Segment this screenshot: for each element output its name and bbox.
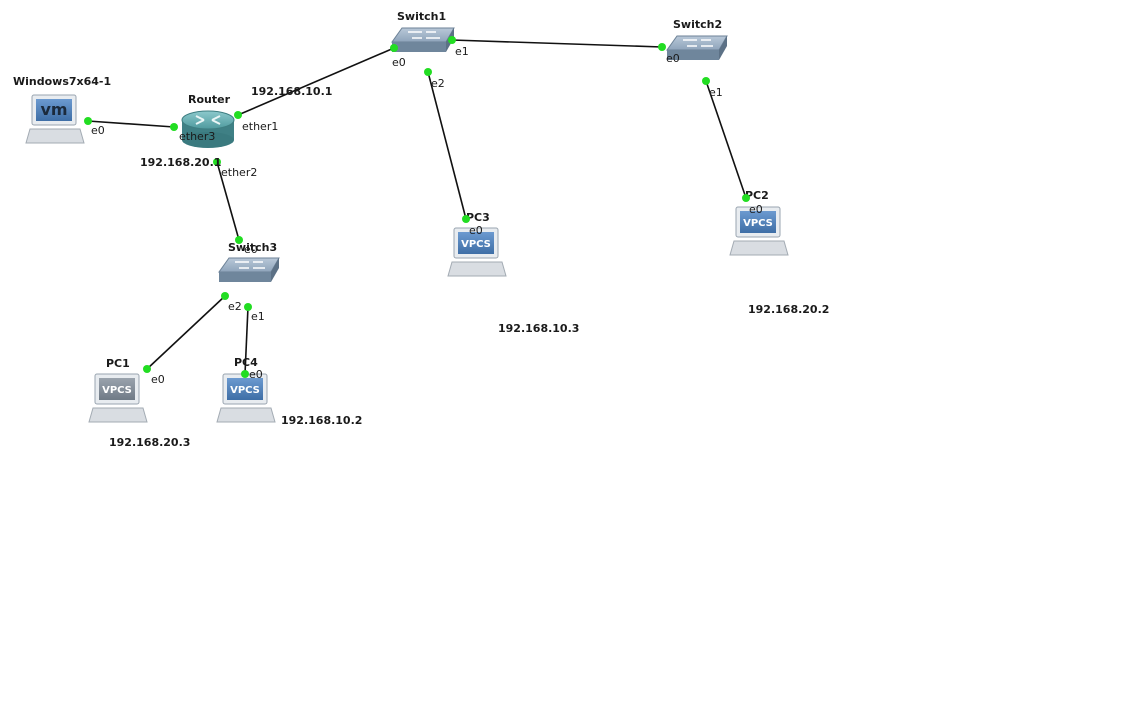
ip-note[interactable]: 192.168.20.1 bbox=[140, 156, 221, 169]
ip-note[interactable]: 192.168.10.3 bbox=[498, 322, 579, 335]
device-pc1[interactable]: VPCS bbox=[88, 373, 148, 423]
link-switch1-switch2[interactable] bbox=[451, 39, 663, 48]
vpcs-icon: VPCS bbox=[447, 227, 507, 277]
port-label: e0 bbox=[244, 243, 258, 256]
port-label: e0 bbox=[91, 124, 105, 137]
port-label: e0 bbox=[151, 373, 165, 386]
status-dot bbox=[213, 158, 221, 166]
status-dot bbox=[235, 236, 243, 244]
link-switch1-pc3[interactable] bbox=[427, 71, 467, 220]
device-switch3[interactable] bbox=[218, 257, 280, 282]
port-label: e0 bbox=[666, 52, 680, 65]
status-dot bbox=[742, 194, 750, 202]
ip-note[interactable]: 192.168.10.2 bbox=[281, 414, 362, 427]
status-dot bbox=[424, 68, 432, 76]
switch2-label: Switch2 bbox=[673, 18, 722, 31]
port-label: e0 bbox=[469, 224, 483, 237]
ip-note[interactable]: 192.168.20.3 bbox=[109, 436, 190, 449]
switch-icon bbox=[666, 35, 728, 60]
vm-workstation-icon: vm bbox=[25, 94, 85, 144]
router-label: Router bbox=[188, 93, 231, 106]
device-router[interactable] bbox=[181, 110, 235, 148]
status-dot bbox=[462, 215, 470, 223]
status-dot bbox=[244, 303, 252, 311]
port-label: ether2 bbox=[221, 166, 257, 179]
status-dot bbox=[658, 43, 666, 51]
status-dot bbox=[702, 77, 710, 85]
port-label: e1 bbox=[455, 45, 469, 58]
device-pc4[interactable]: VPCS bbox=[216, 373, 276, 423]
port-label: e0 bbox=[249, 368, 263, 381]
status-dot bbox=[234, 111, 242, 119]
ip-notes: 192.168.10.1 192.168.20.1 192.168.10.3 1… bbox=[109, 85, 829, 449]
switch3-label: Switch3 bbox=[228, 241, 277, 254]
port-label: ether3 bbox=[179, 130, 215, 143]
link-switch2-pc2[interactable] bbox=[705, 80, 747, 199]
link-status-dots bbox=[84, 36, 750, 378]
vpcs-screen-text: VPCS bbox=[743, 218, 773, 229]
link-router-switch3[interactable] bbox=[216, 161, 240, 241]
status-dot bbox=[390, 44, 398, 52]
pc1-label: PC1 bbox=[106, 357, 130, 370]
status-dot bbox=[170, 123, 178, 131]
device-windows7x64-1[interactable]: vm bbox=[25, 94, 85, 144]
pc4-label: PC4 bbox=[234, 356, 258, 369]
switch1-label: Switch1 bbox=[397, 10, 446, 23]
port-label: e2 bbox=[228, 300, 242, 313]
port-labels: e0 ether3 ether1 ether2 e0 e1 e2 e0 e1 e… bbox=[91, 45, 763, 386]
status-dot bbox=[448, 36, 456, 44]
vpcs-screen-text: VPCS bbox=[230, 385, 260, 396]
port-label: e0 bbox=[392, 56, 406, 69]
vpcs-icon: VPCS bbox=[729, 206, 789, 256]
vpcs-screen-text: VPCS bbox=[461, 239, 491, 250]
link-switch3-pc4[interactable] bbox=[244, 306, 249, 375]
status-dot bbox=[143, 365, 151, 373]
port-label: e1 bbox=[709, 86, 723, 99]
vpcs-icon: VPCS bbox=[88, 373, 148, 423]
switch-icon bbox=[391, 27, 455, 52]
windows-label: Windows7x64-1 bbox=[13, 75, 111, 88]
vpcs-screen-text: VPCS bbox=[102, 385, 132, 396]
pc3-label: PC3 bbox=[466, 211, 490, 224]
link-router-switch1[interactable] bbox=[237, 47, 395, 116]
device-pc2[interactable]: VPCS bbox=[729, 206, 789, 256]
port-label: e1 bbox=[251, 310, 265, 323]
links bbox=[87, 39, 747, 375]
ip-note[interactable]: 192.168.10.1 bbox=[251, 85, 332, 98]
vpcs-icon: VPCS bbox=[216, 373, 276, 423]
device-pc3[interactable]: VPCS bbox=[447, 227, 507, 277]
link-windows-router[interactable] bbox=[87, 120, 175, 128]
ip-note[interactable]: 192.168.20.2 bbox=[748, 303, 829, 316]
port-label: ether1 bbox=[242, 120, 278, 133]
status-dot bbox=[84, 117, 92, 125]
status-dot bbox=[241, 370, 249, 378]
vm-screen-text: vm bbox=[40, 100, 67, 119]
switch-icon bbox=[218, 257, 280, 282]
status-dot bbox=[221, 292, 229, 300]
port-label: e0 bbox=[749, 203, 763, 216]
device-switch2[interactable] bbox=[666, 35, 728, 60]
pc2-label: PC2 bbox=[745, 189, 769, 202]
port-label: e2 bbox=[431, 77, 445, 90]
device-switch1[interactable] bbox=[391, 27, 455, 52]
router-icon bbox=[181, 110, 235, 148]
link-switch3-pc1[interactable] bbox=[146, 295, 226, 370]
